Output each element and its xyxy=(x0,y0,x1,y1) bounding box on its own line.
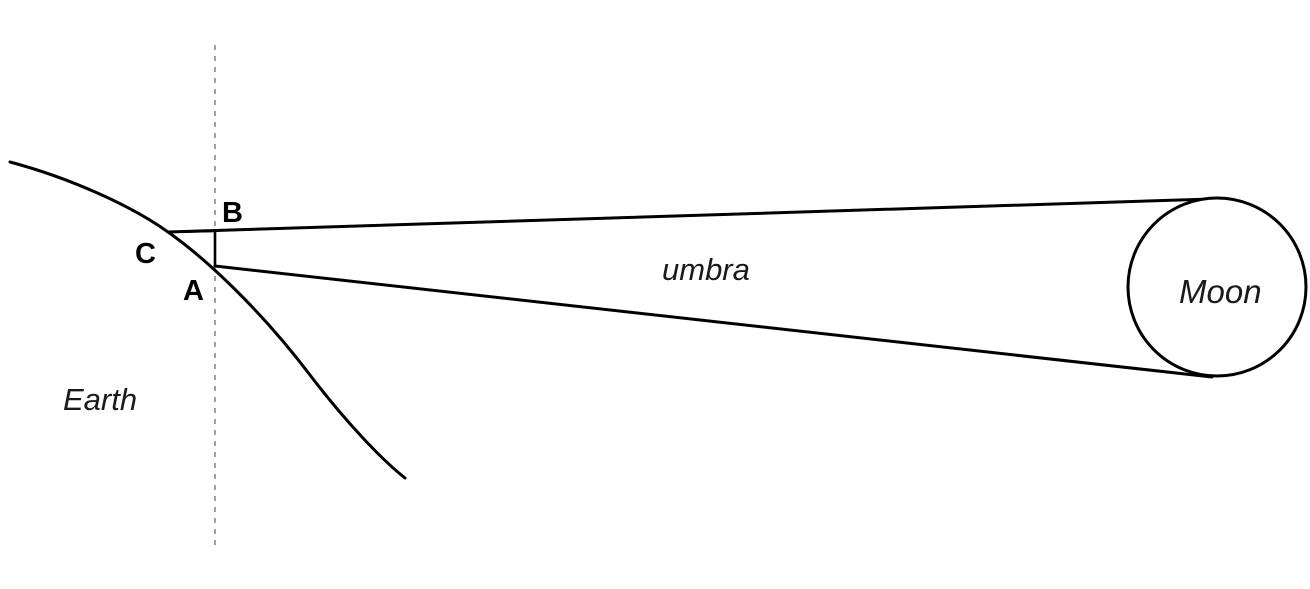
label-point-a: A xyxy=(183,275,204,307)
label-umbra: umbra xyxy=(662,252,750,287)
earth-limb-curve xyxy=(8,160,407,480)
label-point-b: B xyxy=(222,197,243,229)
label-point-c: C xyxy=(135,238,156,270)
label-moon: Moon xyxy=(1179,273,1262,310)
label-earth: Earth xyxy=(63,382,137,417)
upper-umbra-tangent xyxy=(166,197,1214,234)
lower-umbra-tangent xyxy=(213,264,1214,379)
moon-circle xyxy=(1126,196,1308,378)
